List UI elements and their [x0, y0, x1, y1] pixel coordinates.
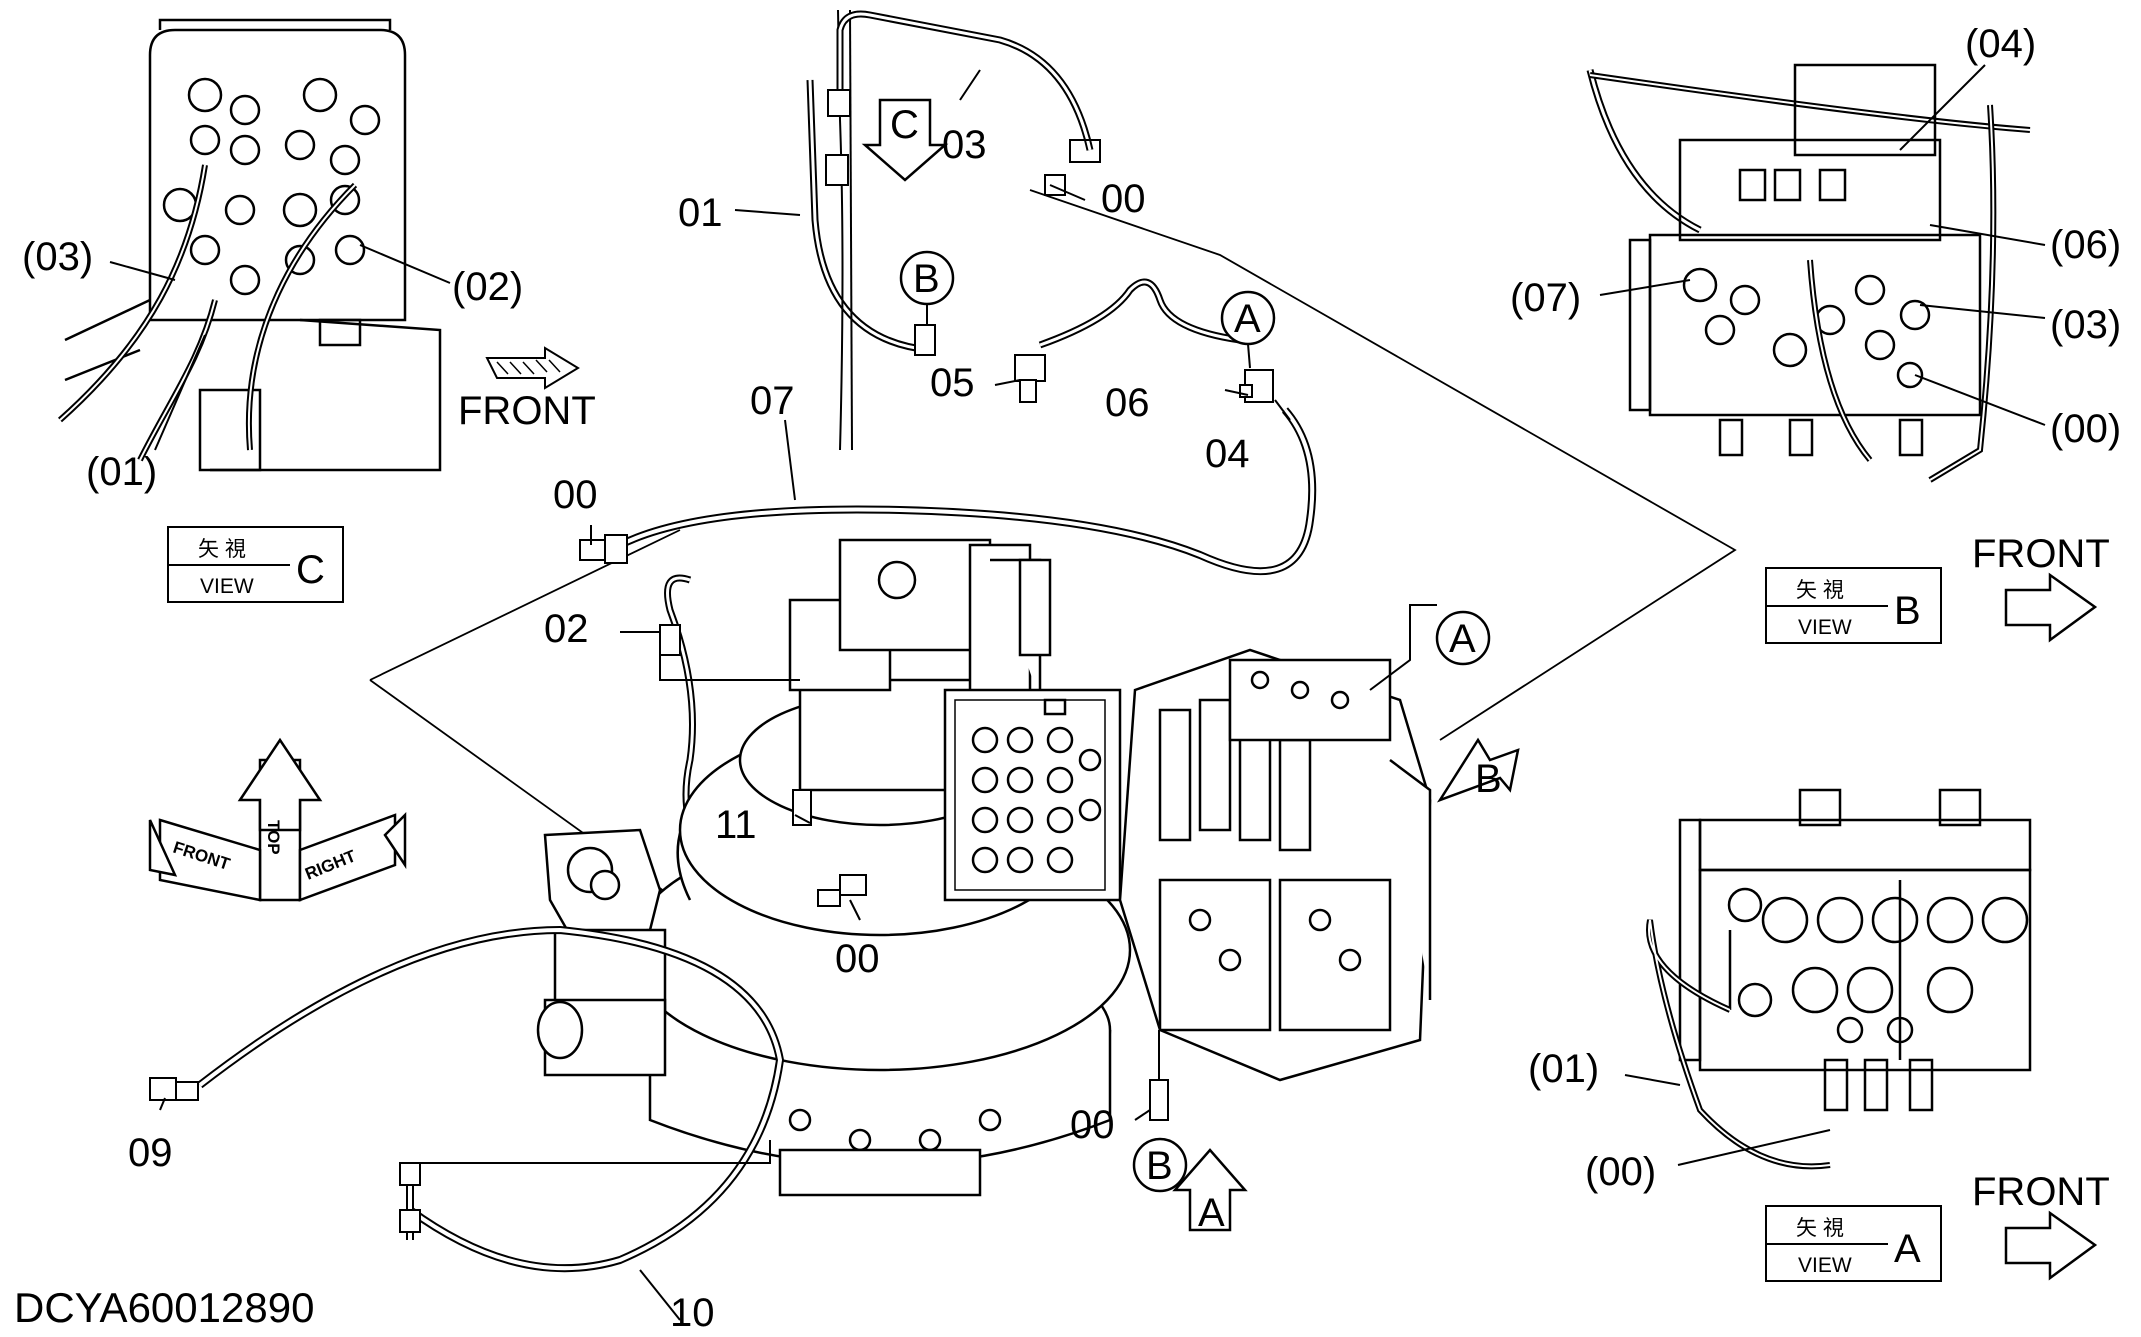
view-b-detail [1586, 63, 2046, 483]
circle-ref-a-top: A [1220, 290, 1276, 369]
view-c-callout-03: (03) [22, 235, 93, 279]
view-c-front-label: FRONT [458, 389, 596, 433]
pilot-block [943, 688, 1122, 902]
callout-03: 03 [942, 123, 987, 167]
view-b-callout-06: (06) [2050, 223, 2121, 267]
view-c-direction-letter: C [890, 103, 919, 147]
view-b-callout-07: (07) [1510, 276, 1581, 320]
svg-text:B: B [1146, 1144, 1173, 1188]
view-b-callout-04: (04) [1965, 22, 2036, 66]
view-c-caption-box [167, 526, 344, 603]
view-c-caption-sub: VIEW [200, 575, 254, 598]
view-c-caption-title: 矢 視 [198, 538, 246, 561]
view-a-callout-01: (01) [1528, 1047, 1599, 1091]
fitting-09 [149, 1077, 421, 1233]
view-a-direction-letter: A [1198, 1191, 1225, 1235]
svg-text:B: B [913, 257, 940, 301]
view-b-direction-arrow-icon [1436, 737, 1520, 803]
hose-06 [1038, 278, 1241, 349]
circle-ref-b-bottom: B [1132, 1137, 1188, 1193]
fitting-00-bottom [1149, 1030, 1169, 1121]
view-c-detail [58, 18, 451, 472]
view-a-caption-box [1765, 1205, 1942, 1282]
view-b-front-arrow-icon [2004, 572, 2098, 643]
fitting-04 [1239, 369, 1274, 403]
svg-text:A: A [1234, 297, 1261, 341]
swing-port-fitting [536, 828, 667, 1077]
view-c-direction-arrow-icon [861, 98, 949, 182]
callout-00-mid: 00 [835, 937, 880, 981]
callout-11: 11 [715, 803, 757, 847]
callout-04: 04 [1205, 432, 1250, 476]
callout-02: 02 [544, 607, 589, 651]
view-a-front-arrow-icon [2004, 1210, 2098, 1281]
orientation-top-label: TOP [264, 820, 283, 855]
view-a-front-label: FRONT [1972, 1170, 2110, 1214]
control-valve [1118, 648, 1432, 1082]
callout-07: 07 [750, 379, 795, 423]
view-c-caption-letter: C [296, 548, 325, 592]
callout-09: 09 [128, 1131, 173, 1175]
view-b-front-label: FRONT [1972, 532, 2110, 576]
callout-01: 01 [678, 191, 723, 235]
callout-00-bottom: 00 [1070, 1103, 1115, 1147]
view-a-callout-00: (00) [1585, 1150, 1656, 1194]
view-c-callout-02: (02) [452, 265, 523, 309]
callout-06: 06 [1105, 381, 1150, 425]
view-b-direction-letter: B [1475, 757, 1502, 801]
view-b-callout-00: (00) [2050, 407, 2121, 451]
hose-01 [806, 9, 931, 451]
view-a-direction-arrow-icon [1172, 1148, 1248, 1232]
callout-05: 05 [930, 361, 975, 405]
fitting-05 [1014, 354, 1046, 403]
view-a-caption-title: 矢 視 [1796, 1217, 1844, 1240]
fitting-00-left [579, 534, 628, 564]
view-c-front-arrow-icon [485, 346, 580, 390]
view-b-caption-letter: B [1894, 589, 1921, 633]
callout-00-left: 00 [553, 473, 598, 517]
circle-ref-b-top: B [899, 250, 955, 325]
main-callout-leaders [159, 69, 1249, 1321]
drawing-number: DCYA60012890 [14, 1284, 314, 1331]
view-b-caption-title: 矢 視 [1796, 579, 1844, 602]
svg-text:A: A [1449, 617, 1476, 661]
view-c-callout-01: (01) [86, 450, 157, 494]
circle-ref-a-right: A [1369, 604, 1491, 691]
hose-03 [836, 10, 1101, 163]
callout-00-top: 00 [1101, 177, 1146, 221]
view-a-caption-letter: A [1894, 1227, 1921, 1271]
orientation-pictogram-icon [148, 737, 407, 902]
callout-10: 10 [670, 1291, 715, 1335]
view-a-detail [1624, 788, 2032, 1170]
view-b-caption-sub: VIEW [1798, 616, 1852, 639]
view-a-caption-sub: VIEW [1798, 1254, 1852, 1277]
hose-07 [618, 399, 1317, 576]
fitting-00-mid [817, 874, 867, 907]
view-b-callout-03: (03) [2050, 303, 2121, 347]
view-b-caption-box [1765, 567, 1942, 644]
